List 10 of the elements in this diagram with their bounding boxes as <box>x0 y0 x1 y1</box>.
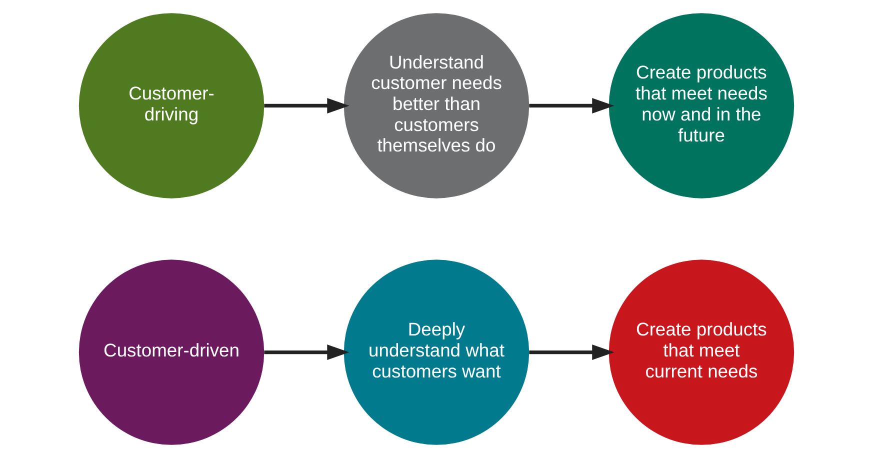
arrow <box>528 98 614 114</box>
node-circle: Customer-driving <box>78 13 264 198</box>
node-circle: Create products that meet needs now and in the future <box>608 13 794 198</box>
arrow <box>264 98 349 114</box>
node-circle: Customer-driven <box>78 260 264 445</box>
node-circle: Understand customer needs better than customers themselves do <box>343 13 529 198</box>
node-circle: Deeply understand what customers want <box>343 260 529 445</box>
arrow <box>264 344 349 360</box>
node-circle: Create products that meet current needs <box>608 260 794 445</box>
arrow <box>528 344 614 360</box>
